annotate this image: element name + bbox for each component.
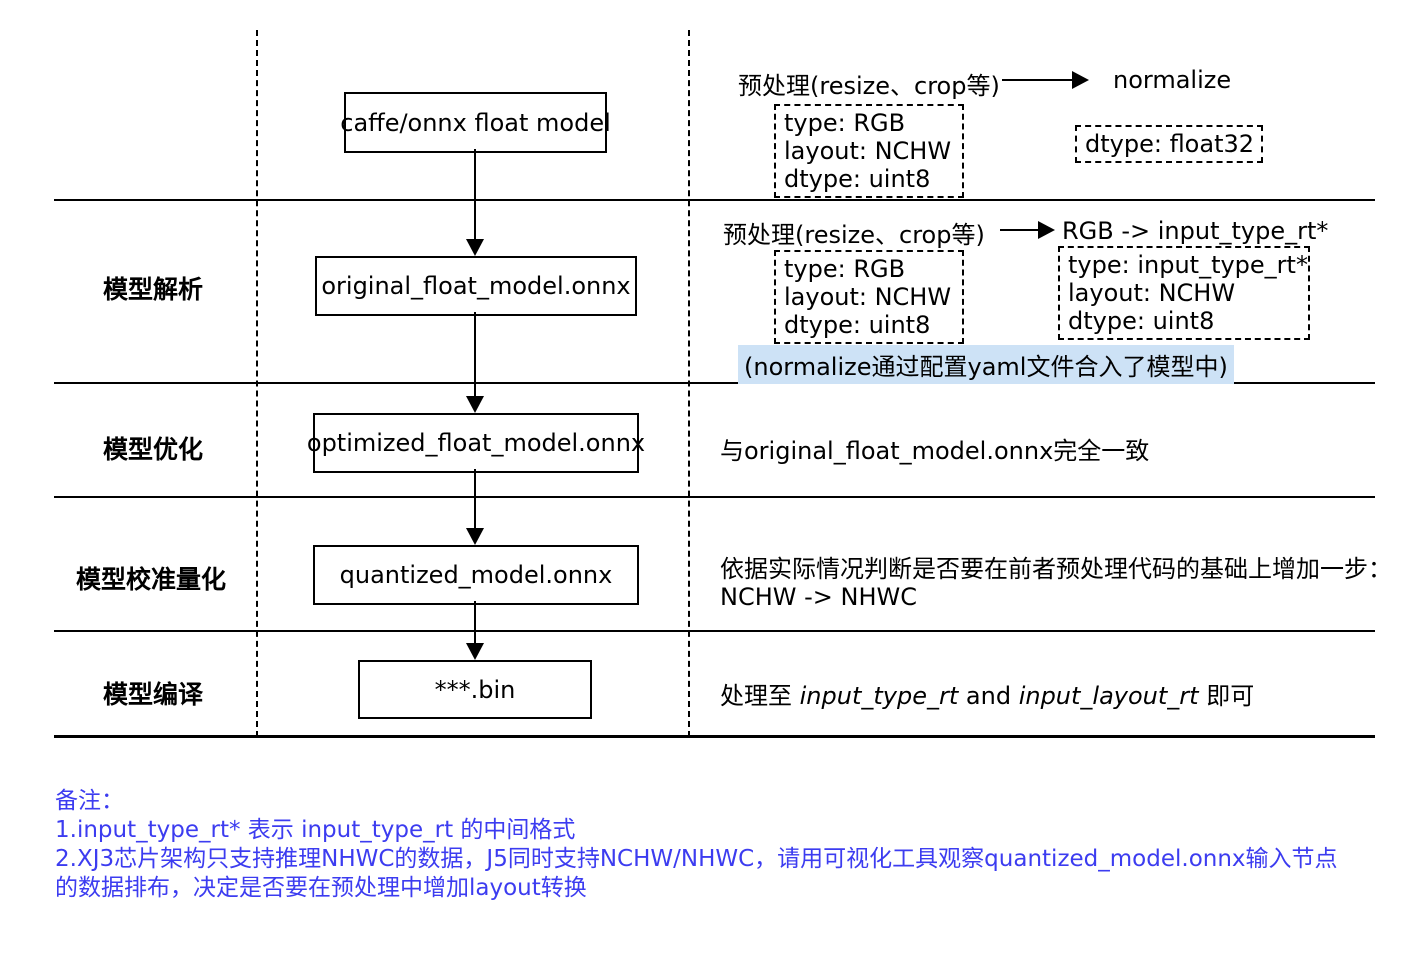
arrowhead-right-2-icon xyxy=(1038,221,1055,239)
arrowhead-down-3-icon xyxy=(466,528,484,545)
prop-line: dtype: uint8 xyxy=(1068,307,1215,335)
row5-input-layout-rt: input_layout_rt xyxy=(1018,682,1199,710)
arrowhead-down-4-icon xyxy=(466,643,484,660)
row2-arrow-line xyxy=(1000,229,1038,231)
prop-line: type: RGB xyxy=(784,255,906,283)
row4-line1: 依据实际情况判断是否要在前者预处理代码的基础上增加一步： xyxy=(720,555,1392,583)
row2-output-props-box: type: input_type_rt* layout: NCHW dtype:… xyxy=(1058,246,1310,340)
prop-line: dtype: uint8 xyxy=(784,165,931,193)
stage-label-model-compilation: 模型编译 xyxy=(103,680,204,709)
row2-input-props-box: type: RGB layout: NCHW dtype: uint8 xyxy=(774,250,964,344)
prop-line: dtype: float32 xyxy=(1085,130,1255,158)
arrowhead-down-2-icon xyxy=(466,396,484,413)
row5-and: and xyxy=(958,682,1019,710)
bottom-border-line xyxy=(54,735,1375,738)
row-divider-4 xyxy=(54,630,1375,632)
flow-box-optimized-float-model: optimized_float_model.onnx xyxy=(307,413,645,473)
row1-normalize-text: normalize xyxy=(1113,66,1232,94)
flow-box-source-model: caffe/onnx float model xyxy=(340,92,611,153)
row2-normalize-note-highlight: (normalize通过配置yaml文件合入了模型中) xyxy=(738,345,1234,384)
flow-arrow-1-line xyxy=(474,149,476,239)
prop-line: dtype: uint8 xyxy=(784,311,931,339)
row1-preprocess-text: 预处理(resize、crop等) xyxy=(738,72,1000,100)
row-divider-1 xyxy=(54,199,1375,201)
row2-preprocess-text: 预处理(resize、crop等) xyxy=(723,221,985,249)
footnote-line-3: 的数据排布，决定是否要在预处理中增加layout转换 xyxy=(55,875,587,901)
row5-prefix: 处理至 xyxy=(720,682,800,710)
flow-arrow-3-line xyxy=(474,469,476,528)
flow-box-original-float-model: original_float_model.onnx xyxy=(315,256,637,316)
prop-line: layout: NCHW xyxy=(1068,279,1236,307)
flow-arrow-2-line xyxy=(474,312,476,396)
prop-line: type: RGB xyxy=(784,109,906,137)
row-divider-2 xyxy=(54,382,1375,384)
row4-line2: NCHW -> NHWC xyxy=(720,583,918,611)
row5-input-type-rt: input_type_rt xyxy=(799,682,959,710)
row5-text: 处理至 input_type_rt and input_layout_rt 即可 xyxy=(720,676,1254,711)
arrowhead-down-1-icon xyxy=(466,239,484,256)
row2-target-text: RGB -> input_type_rt* xyxy=(1062,217,1329,245)
footnote-line-1: 1.input_type_rt* 表示 input_type_rt 的中间格式 xyxy=(55,817,576,843)
row1-arrow-line xyxy=(1002,79,1072,81)
row1-input-props-box: type: RGB layout: NCHW dtype: uint8 xyxy=(774,104,964,198)
flow-box-compiled-bin: ***.bin xyxy=(358,660,592,719)
flow-box-quantized-model: quantized_model.onnx xyxy=(313,545,639,605)
row-divider-3 xyxy=(54,496,1375,498)
prop-line: layout: NCHW xyxy=(784,137,952,165)
stage-label-model-optimization: 模型优化 xyxy=(103,435,204,464)
row1-output-props-box: dtype: float32 xyxy=(1075,125,1263,163)
prop-line: layout: NCHW xyxy=(784,283,952,311)
footnotes: 备注： 1.input_type_rt* 表示 input_type_rt 的中… xyxy=(55,787,1338,903)
stage-label-model-calibration-quantization: 模型校准量化 xyxy=(76,565,227,594)
arrowhead-right-1-icon xyxy=(1072,71,1089,89)
stage-label-model-parsing: 模型解析 xyxy=(103,275,204,304)
prop-line: type: input_type_rt* xyxy=(1068,251,1308,279)
row5-suffix: 即可 xyxy=(1198,682,1255,710)
flow-arrow-4-line xyxy=(474,601,476,643)
row3-text: 与original_float_model.onnx完全一致 xyxy=(720,437,1150,465)
footnote-title: 备注： xyxy=(55,788,124,814)
footnote-line-2: 2.XJ3芯片架构只支持推理NHWC的数据，J5同时支持NCHW/NHWC，请用… xyxy=(55,846,1338,872)
